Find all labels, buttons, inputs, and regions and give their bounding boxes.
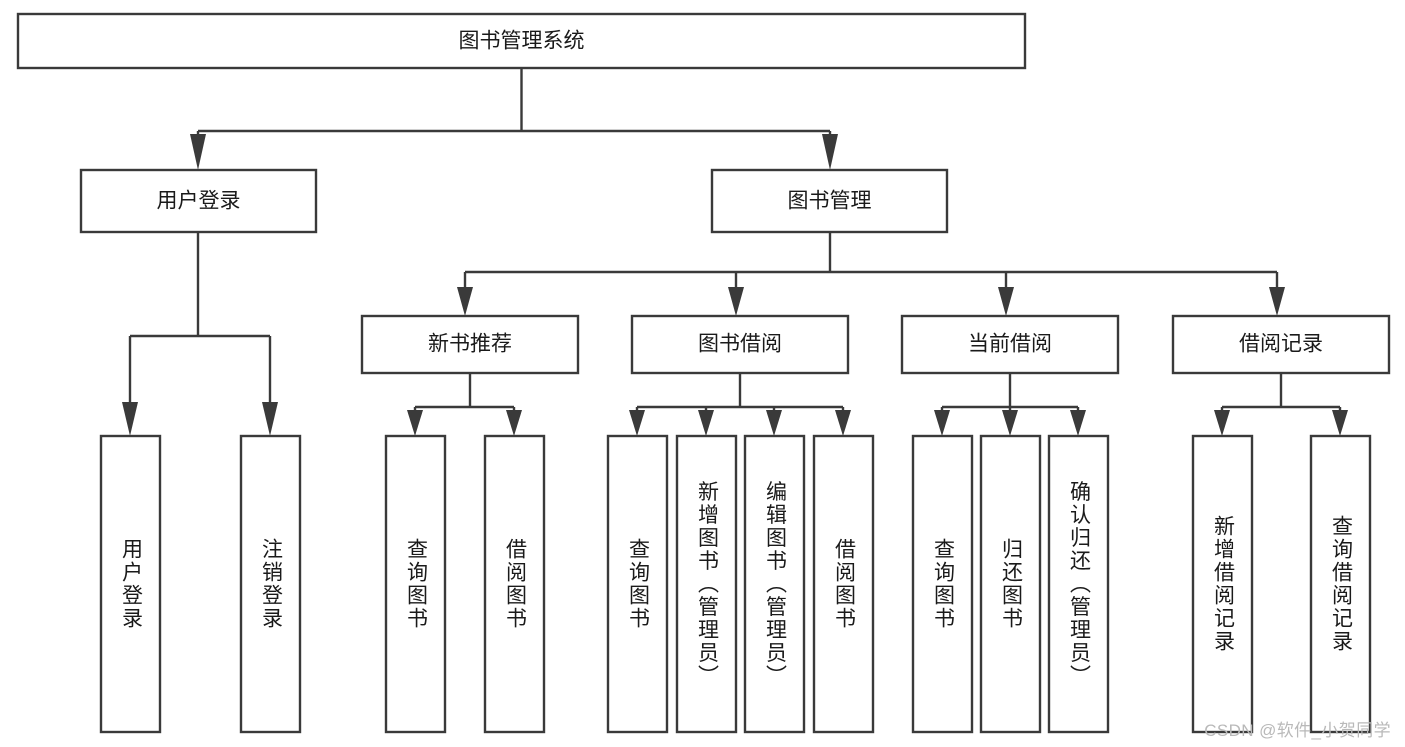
node-new-book-rec-label: 新书推荐 [428,333,512,356]
node-borrow-record-box[interactable] [1171,314,1391,375]
node-leaf-logout-box[interactable] [239,434,302,734]
node-new-book-rec-box[interactable] [360,314,580,375]
node-leaf-confirm-return-box[interactable] [1047,434,1110,734]
arrowhead-leaf-add-record [1214,410,1230,436]
node-leaf-query-book-2[interactable]: 查询图书 [606,434,669,734]
node-leaf-return-book-label: 归还图书 [1000,538,1024,630]
node-root-box[interactable] [16,12,1027,70]
node-current-borrow-label: 当前借阅 [968,333,1052,356]
node-leaf-add-book-label: 新增图书（管理员） [696,481,720,688]
node-leaf-edit-book[interactable]: 编辑图书（管理员） [743,434,806,734]
node-leaf-borrow-book-1-box[interactable] [483,434,546,734]
node-new-book-rec[interactable]: 新书推荐 [360,314,580,375]
node-user-login-box[interactable] [79,168,318,234]
connector-layer [122,68,1348,436]
node-leaf-query-book-3-label: 查询图书 [932,538,956,630]
arrowhead-leaf-borrow-book-1 [506,410,522,436]
arrowhead-leaf-borrow-book-2 [835,410,851,436]
node-book-borrow-box[interactable] [630,314,850,375]
node-leaf-confirm-return-label: 确认归还（管理员） [1068,481,1092,688]
node-borrow-record[interactable]: 借阅记录 [1171,314,1391,375]
node-leaf-add-book[interactable]: 新增图书（管理员） [675,434,738,734]
node-leaf-query-book-3-box[interactable] [911,434,974,734]
node-leaf-return-book-box[interactable] [979,434,1042,734]
node-leaf-edit-book-label: 编辑图书（管理员） [764,481,788,688]
arrowhead-user-login [190,134,206,170]
arrowhead-book-manage [822,134,838,170]
node-leaf-query-book-2-box[interactable] [606,434,669,734]
node-leaf-add-record-label: 新增借阅记录 [1212,515,1236,653]
node-leaf-query-book-1-label: 查询图书 [405,538,429,630]
arrowhead-leaf-confirm-return [1070,410,1086,436]
arrowhead-leaf-query-book-3 [934,410,950,436]
node-leaf-borrow-book-1[interactable]: 借阅图书 [483,434,546,734]
node-root-label: 图书管理系统 [459,30,585,53]
node-leaf-confirm-return[interactable]: 确认归还（管理员） [1047,434,1110,734]
node-current-borrow-box[interactable] [900,314,1120,375]
node-leaf-borrow-book-1-label: 借阅图书 [504,538,528,630]
node-leaf-user-login-box[interactable] [99,434,162,734]
node-book-manage-label: 图书管理 [788,190,872,213]
arrowhead-leaf-add-book [698,410,714,436]
node-leaf-query-record[interactable]: 查询借阅记录 [1309,434,1372,734]
arrowhead-leaf-query-book-2 [629,410,645,436]
node-leaf-user-login[interactable]: 用户登录 [99,434,162,734]
node-leaf-borrow-book-2[interactable]: 借阅图书 [812,434,875,734]
node-leaf-add-record[interactable]: 新增借阅记录 [1191,434,1254,734]
node-leaf-return-book[interactable]: 归还图书 [979,434,1042,734]
arrowhead-leaf-user-login [122,402,138,436]
arrowhead-current-borrow [998,287,1014,316]
node-book-manage-box[interactable] [710,168,949,234]
node-leaf-query-record-box[interactable] [1309,434,1372,734]
node-book-borrow-label: 图书借阅 [698,333,782,356]
node-leaf-add-record-box[interactable] [1191,434,1254,734]
node-leaf-query-book-1-box[interactable] [384,434,447,734]
node-leaf-logout-label: 注销登录 [260,538,284,630]
node-leaf-add-book-box[interactable] [675,434,738,734]
node-leaf-borrow-book-2-box[interactable] [812,434,875,734]
node-leaf-query-record-label: 查询借阅记录 [1330,515,1354,653]
node-borrow-record-label: 借阅记录 [1239,333,1323,356]
arrowhead-leaf-logout [262,402,278,436]
node-leaf-query-book-3[interactable]: 查询图书 [911,434,974,734]
csdn-watermark: CSDN @软件_小贺同学 [1204,721,1391,740]
arrowhead-leaf-return-book [1002,410,1018,436]
node-leaf-query-book-1[interactable]: 查询图书 [384,434,447,734]
node-leaf-user-login-label: 用户登录 [120,538,144,630]
node-leaf-borrow-book-2-label: 借阅图书 [833,538,857,630]
arrowhead-leaf-query-book-1 [407,410,423,436]
node-book-borrow[interactable]: 图书借阅 [630,314,850,375]
node-user-login[interactable]: 用户登录 [79,168,318,234]
arrowhead-leaf-query-record [1332,410,1348,436]
arrowhead-leaf-edit-book [766,410,782,436]
node-leaf-query-book-2-label: 查询图书 [627,538,651,630]
node-book-manage[interactable]: 图书管理 [710,168,949,234]
node-leaf-edit-book-box[interactable] [743,434,806,734]
node-user-login-label: 用户登录 [157,190,241,213]
arrowhead-book-borrow [728,287,744,316]
node-root[interactable]: 图书管理系统 [16,12,1027,70]
node-current-borrow[interactable]: 当前借阅 [900,314,1120,375]
node-leaf-logout[interactable]: 注销登录 [239,434,302,734]
arrowhead-new-book-rec [457,287,473,316]
arrowhead-borrow-record [1269,287,1285,316]
